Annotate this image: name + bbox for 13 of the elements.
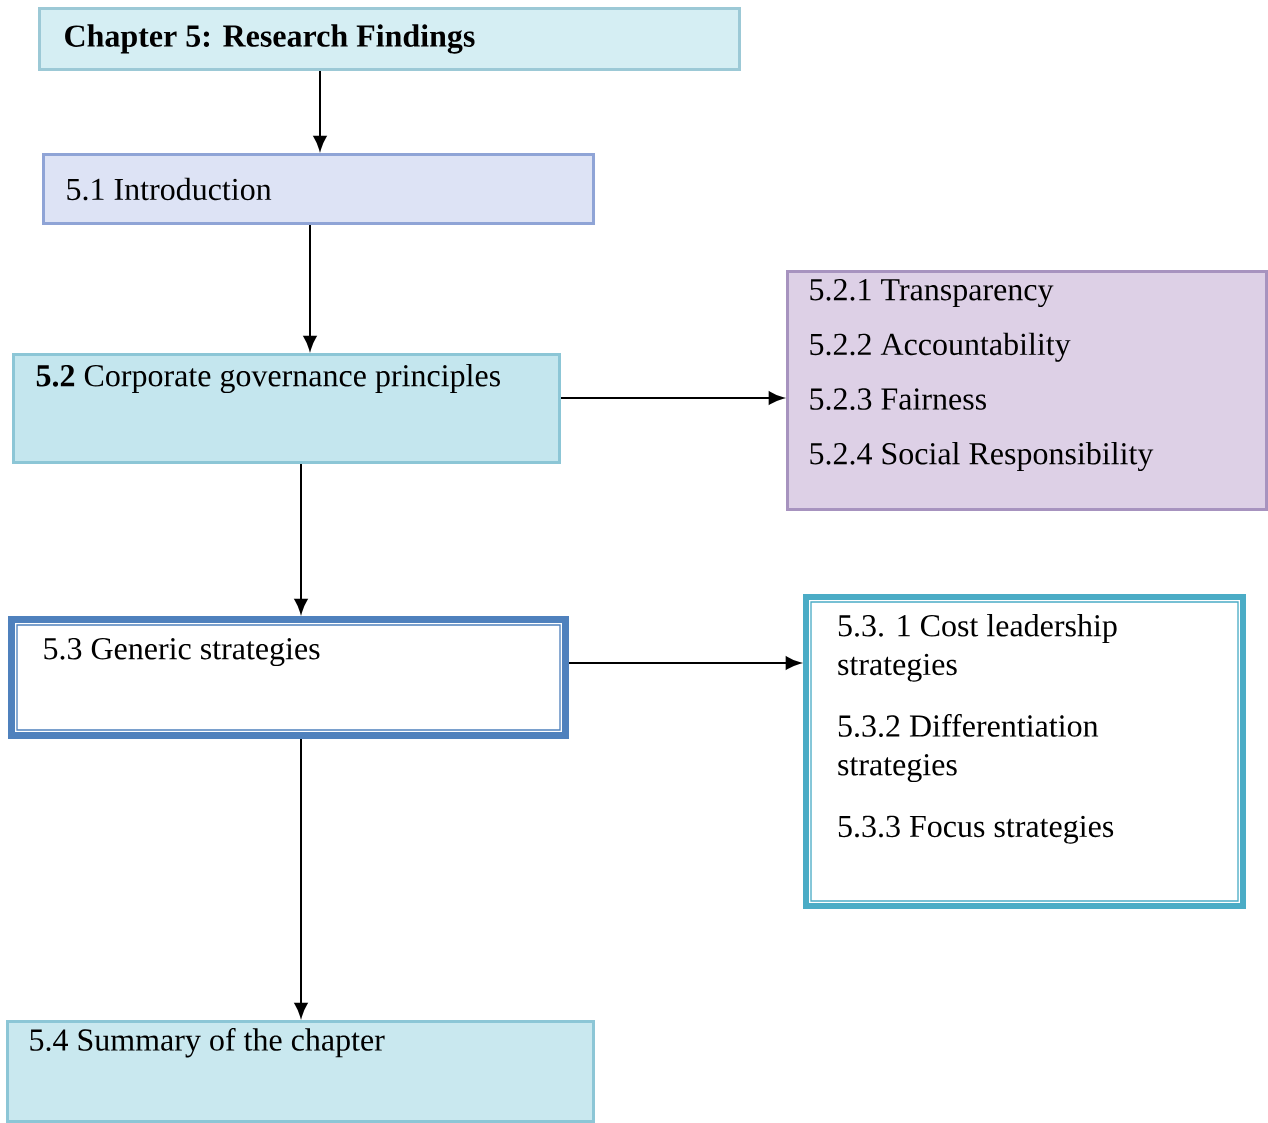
section-box: 5.2 Corporate governance principles (12, 353, 561, 464)
arrow (294, 738, 308, 1018)
section-box: 5.4 Summary of the chapter (6, 1020, 595, 1123)
title-box: Chapter 5: Research Findings (38, 7, 741, 71)
arrow (303, 224, 317, 351)
subsection-list-box: 5.2.1 Transparency 5.2.2 Accountability 5.2.3 Fairness 5.2.4 Social Responsibility (786, 270, 1268, 511)
arrow (568, 656, 801, 670)
arrow (313, 70, 327, 151)
section-box: 5.1 Introduction (42, 153, 595, 225)
arrow (294, 463, 308, 614)
arrow (560, 391, 784, 405)
subsection-list-box: 5.3. 1 Cost leadership strategies 5.3.2 Differentiation strategies 5.3.3 Focus strategies (803, 594, 1246, 909)
section-box: 5.3 Generic strategies (8, 616, 569, 739)
